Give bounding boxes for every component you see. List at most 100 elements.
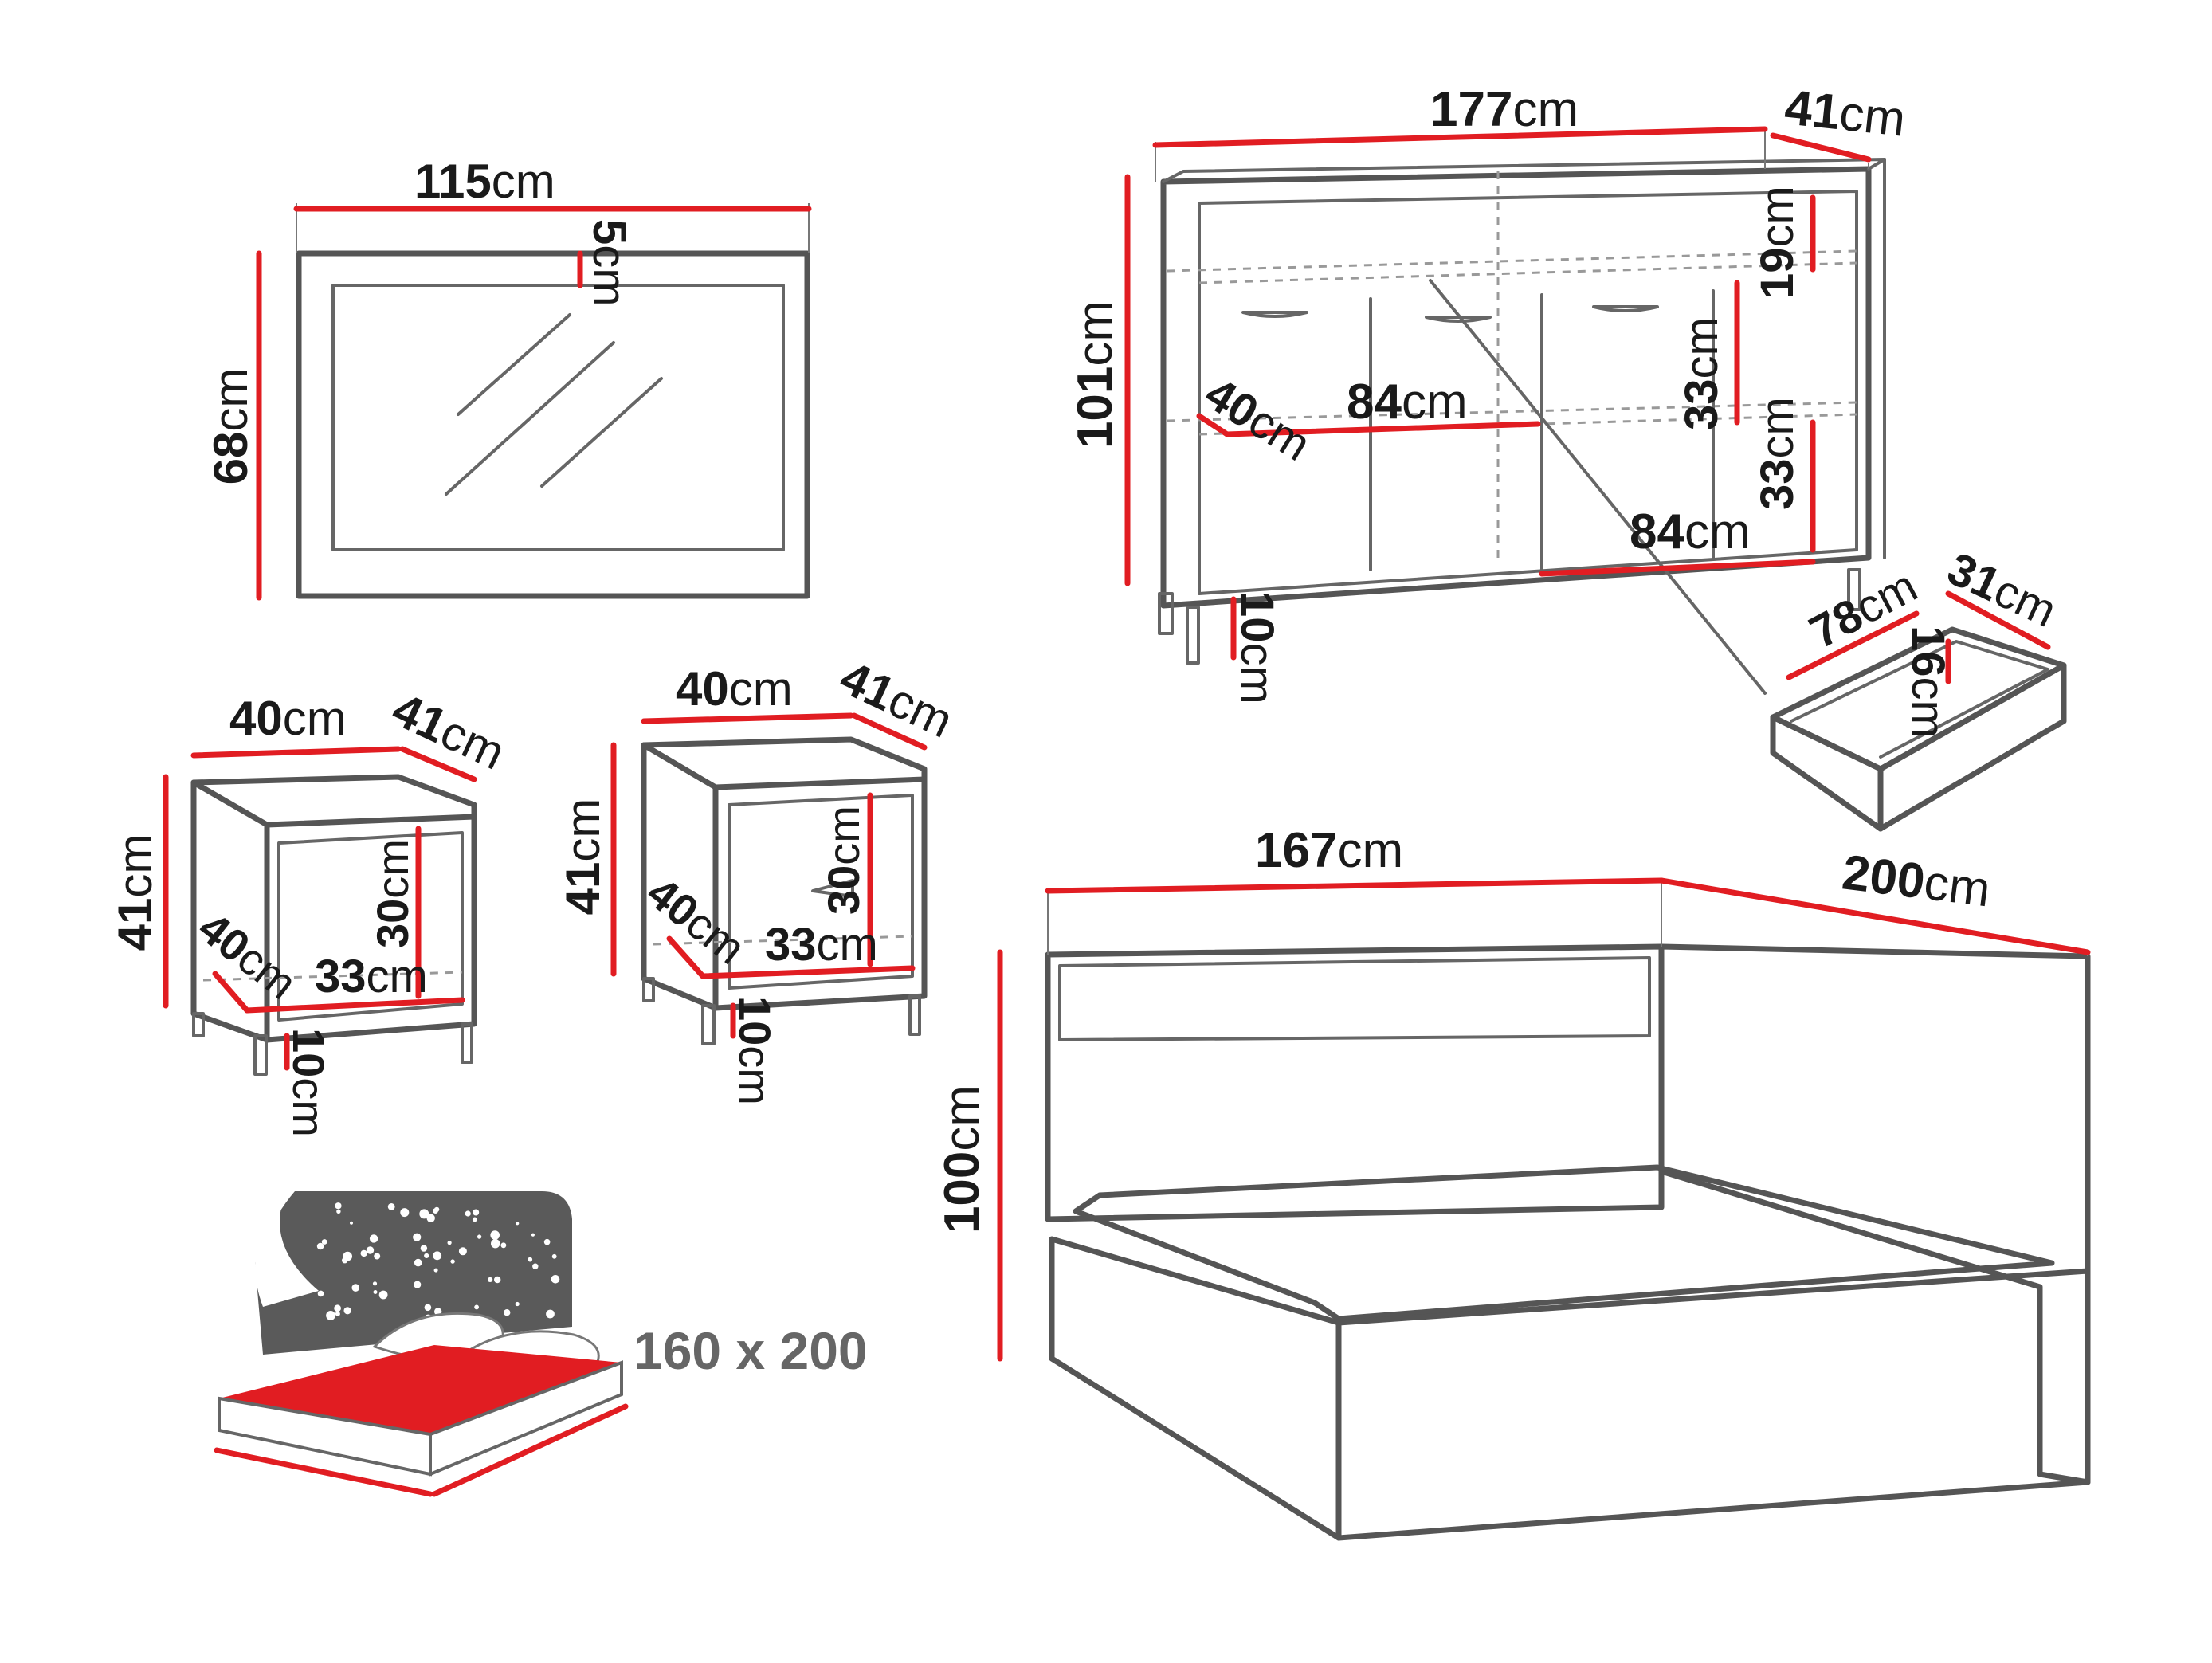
mattress-side bbox=[429, 1360, 623, 1477]
sideboard-shelf-bottom-width-label: 84cm bbox=[1630, 504, 1751, 559]
sideboard-leg-front-left bbox=[1186, 606, 1200, 665]
mattress-top bbox=[219, 1345, 622, 1434]
star bbox=[551, 1253, 557, 1259]
star bbox=[528, 1257, 533, 1262]
star bbox=[414, 1258, 422, 1267]
nightstand-left-inner-width-line bbox=[244, 997, 465, 1014]
star bbox=[516, 1222, 520, 1226]
sideboard-shelf-depth-label: 40cm bbox=[1196, 367, 1320, 471]
nightstand-right-inner-width-label: 33cm bbox=[765, 919, 878, 971]
star bbox=[477, 1234, 482, 1239]
sideboard-shelf-top-width-line bbox=[1224, 421, 1541, 437]
star bbox=[420, 1245, 428, 1252]
bed-length-label: 200cm bbox=[1839, 845, 1993, 917]
nightstand-left-inner-width-label: 33cm bbox=[315, 951, 428, 1002]
sideboard-width-dimension-line bbox=[1152, 126, 1768, 148]
nightstand-left-width-line bbox=[190, 746, 402, 759]
star bbox=[491, 1239, 500, 1249]
nightstand-right-inner-width-line bbox=[700, 965, 916, 979]
bed-drawing bbox=[997, 877, 2091, 1541]
bed-headboard-outer bbox=[1045, 943, 1665, 1222]
star bbox=[342, 1257, 348, 1264]
star bbox=[500, 1242, 507, 1249]
star bbox=[321, 1239, 327, 1245]
star bbox=[531, 1233, 535, 1237]
star bbox=[414, 1281, 422, 1288]
star bbox=[488, 1277, 493, 1282]
mirror-reflection-1 bbox=[457, 313, 571, 416]
bed-side-rail bbox=[1658, 943, 2091, 1485]
mirror-reflection-3 bbox=[540, 377, 663, 488]
star bbox=[433, 1208, 438, 1214]
nightstand-right-inner-depth-label: 40cm bbox=[638, 867, 755, 974]
sideboard-handle-1 bbox=[1241, 311, 1308, 318]
sideboard-leg-right bbox=[1847, 568, 1861, 611]
nightstand-left-inner-depth-line bbox=[212, 971, 250, 1014]
sideboard-inner-height-1-label: 33cm bbox=[1676, 317, 1728, 430]
star bbox=[426, 1214, 435, 1223]
mirror-frame-label: 5cm bbox=[583, 219, 635, 307]
nightstand-right-width-label: 40cm bbox=[676, 662, 793, 716]
sideboard-shelf-top-width-label: 84cm bbox=[1347, 375, 1468, 429]
star bbox=[532, 1263, 539, 1269]
stars bbox=[316, 1202, 560, 1324]
star bbox=[419, 1209, 429, 1219]
star bbox=[543, 1238, 551, 1245]
star bbox=[360, 1249, 367, 1257]
star bbox=[373, 1290, 378, 1294]
mirror-width-label: 115cm bbox=[414, 155, 555, 208]
sideboard-height-label: 101cm bbox=[1068, 300, 1123, 449]
moon-shape bbox=[255, 1191, 319, 1307]
star bbox=[465, 1210, 471, 1217]
sideboard-top-compartment-label: 19cm bbox=[1751, 186, 1803, 299]
nightstand-right-width-line bbox=[641, 712, 854, 724]
sideboard-inner-frame bbox=[1198, 190, 1858, 595]
star bbox=[350, 1221, 353, 1225]
mattress-length-arrow bbox=[214, 1447, 433, 1497]
mirror-frame bbox=[296, 250, 810, 599]
star bbox=[424, 1304, 432, 1312]
star bbox=[472, 1217, 477, 1222]
drawer-drawing bbox=[1770, 590, 2067, 832]
mattress-width-arrow bbox=[431, 1403, 629, 1497]
bed-length-dimension-line bbox=[1658, 877, 2091, 955]
nightstand-left-depth-label: 41cm bbox=[385, 682, 513, 780]
star bbox=[378, 1290, 388, 1300]
sideboard-legs-label: 10cm bbox=[1231, 591, 1283, 704]
nightstand-right-leg bbox=[701, 1004, 716, 1045]
sideboard-handle-3 bbox=[1592, 305, 1659, 312]
sideboard-inner-height-2-label: 33cm bbox=[1751, 397, 1803, 510]
nightstand-left-drawing bbox=[163, 746, 477, 1076]
nightstand-right-legs-label: 10cm bbox=[730, 996, 780, 1105]
bed-width-dimension-line bbox=[1045, 877, 1665, 894]
star bbox=[490, 1230, 500, 1240]
nightstand-left-depth-line bbox=[399, 746, 477, 782]
nightstand-right-drawing bbox=[610, 712, 928, 1045]
nightstand-left-legs-label: 10cm bbox=[284, 1028, 334, 1137]
star bbox=[546, 1309, 555, 1319]
star bbox=[458, 1247, 467, 1256]
star bbox=[400, 1208, 410, 1218]
star bbox=[335, 1311, 340, 1316]
drawer-callout-line bbox=[1429, 279, 1767, 695]
star bbox=[366, 1246, 375, 1254]
drawer-depth-dimension-line bbox=[1945, 590, 2051, 650]
star bbox=[351, 1284, 360, 1292]
mattress-size-label: 160 x 200 bbox=[633, 1321, 868, 1380]
mirror-glass bbox=[331, 284, 785, 551]
star bbox=[316, 1242, 324, 1250]
star bbox=[494, 1276, 501, 1284]
sideboard-depth-dimension-line bbox=[1770, 132, 1872, 163]
bed-frame-front bbox=[1335, 1268, 2091, 1541]
mirror-reflection-2 bbox=[445, 341, 615, 496]
sideboard-depth-label: 41cm bbox=[1783, 80, 1908, 147]
sideboard-drawing bbox=[1124, 126, 1886, 695]
star bbox=[551, 1275, 560, 1284]
star bbox=[474, 1304, 479, 1310]
nightstand-right-handle bbox=[811, 879, 854, 898]
mirror-drawing bbox=[256, 203, 812, 601]
nightstand-right-inner-depth-line bbox=[666, 935, 706, 979]
star bbox=[372, 1281, 378, 1286]
